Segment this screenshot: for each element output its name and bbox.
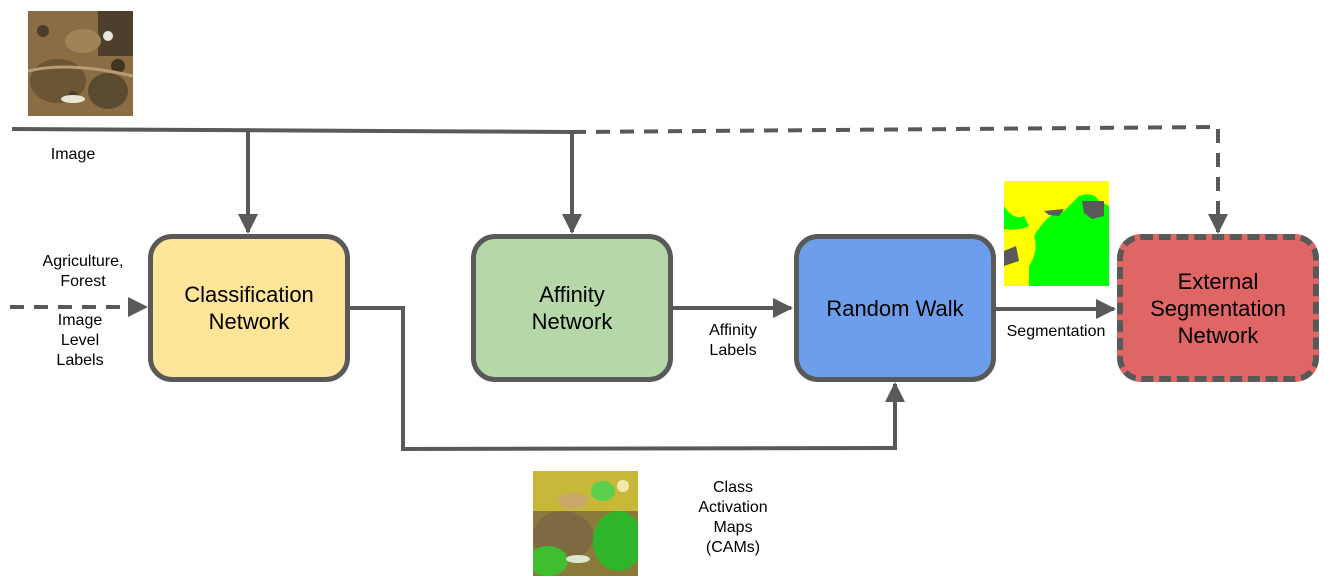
affinity-labels-label: Affinity Labels xyxy=(709,322,757,359)
segmentation-label: Segmentation xyxy=(1006,323,1106,340)
image-to-external-dashed-arrow xyxy=(571,124,1228,234)
agriculture-forest-label: Agriculture, Forest xyxy=(42,253,124,290)
image-input-line xyxy=(11,127,573,134)
image-level-labels-label: Image Level Labels xyxy=(56,312,104,369)
external-segmentation-network-node: External Segmentation Network xyxy=(1117,234,1319,382)
random-walk-node: Random Walk xyxy=(794,234,996,382)
image-label: Image xyxy=(50,146,96,163)
segmentation-thumbnail xyxy=(1004,181,1109,286)
cams-label: Class Activation Maps (CAMs) xyxy=(698,479,768,556)
satellite-image-thumbnail xyxy=(28,11,133,116)
classification-network-node: Classification Network xyxy=(148,234,350,382)
random-walk-label: Random Walk xyxy=(826,295,964,321)
cams-thumbnail xyxy=(533,471,638,576)
affinity-network-label: Affinity Network xyxy=(531,282,613,334)
external-segmentation-network-label: External Segmentation Network xyxy=(1150,268,1286,348)
classification-network-label: Classification Network xyxy=(184,282,314,334)
cams-path-arrow xyxy=(350,306,905,452)
affinity-network-node: Affinity Network xyxy=(471,234,673,382)
